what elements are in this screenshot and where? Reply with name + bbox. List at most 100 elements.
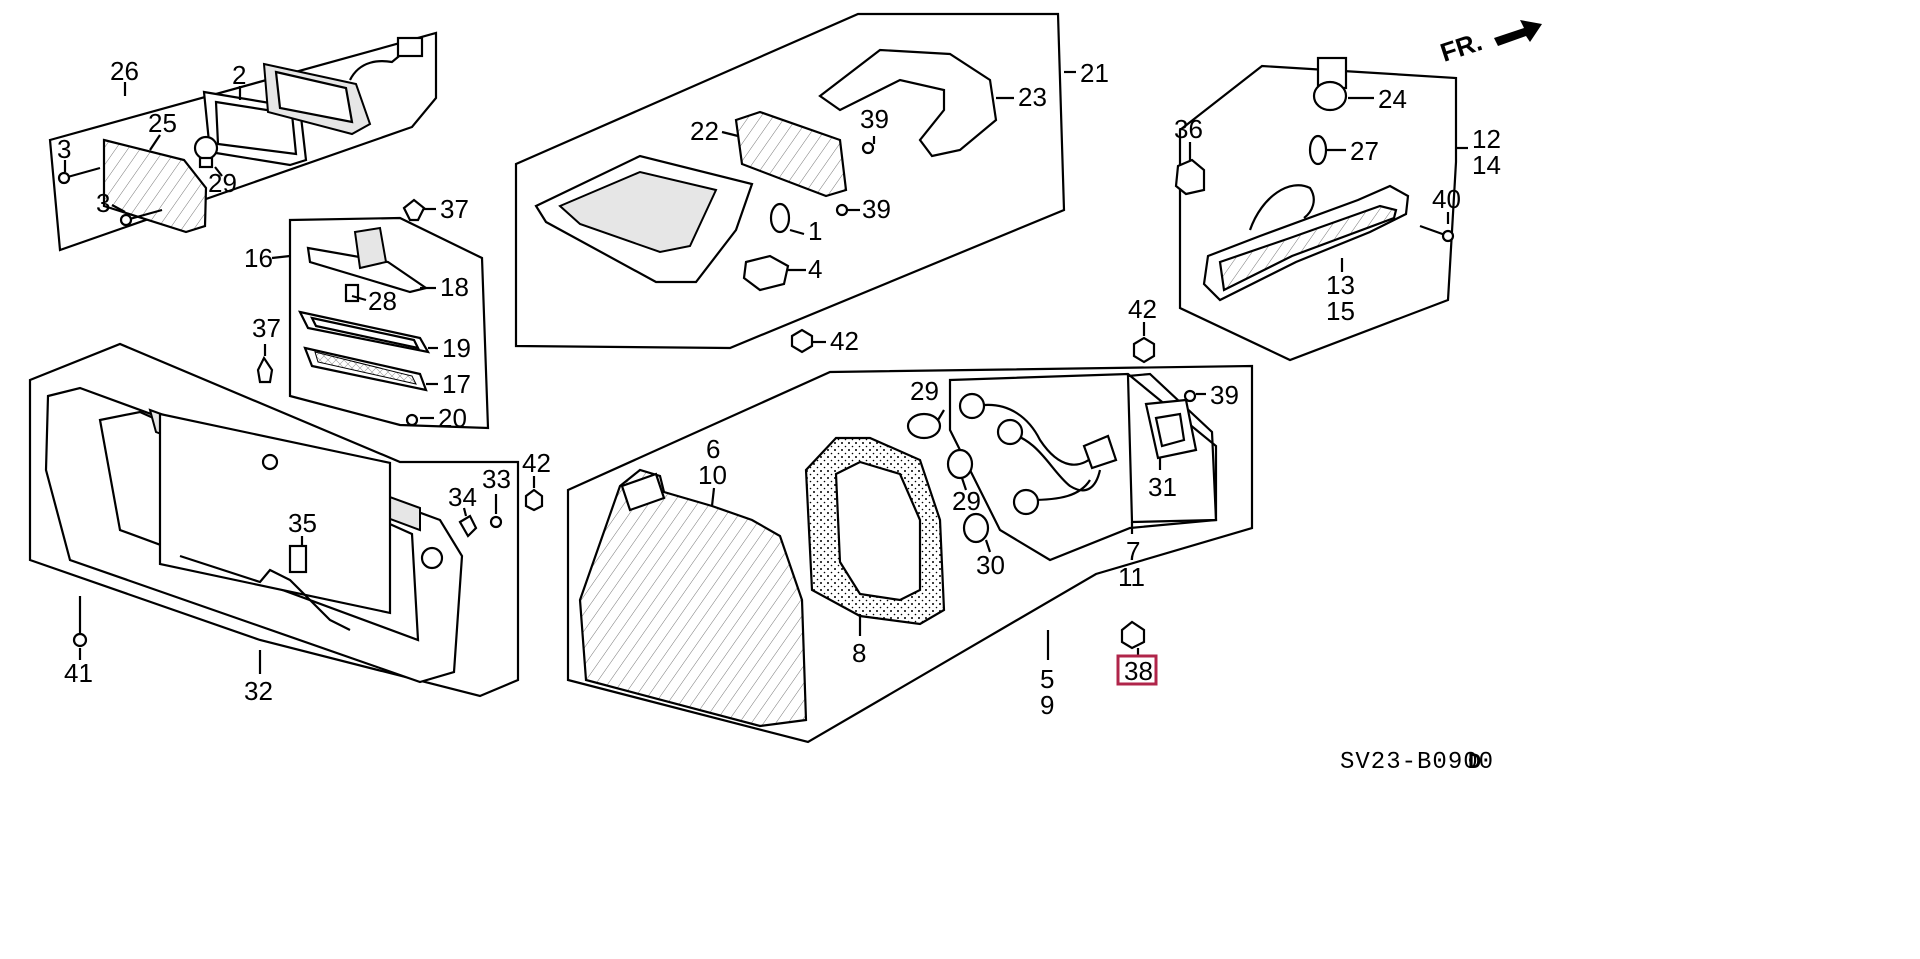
callout-18[interactable]: 18 bbox=[440, 272, 469, 302]
diagram-code: SV23-B0900 D bbox=[1340, 749, 1494, 776]
bulb-icon bbox=[946, 448, 974, 480]
screw-icon bbox=[119, 208, 163, 227]
callout-39[interactable]: 39 bbox=[860, 104, 889, 134]
callout-42[interactable]: 42 bbox=[522, 448, 551, 478]
callout-7[interactable]: 7 bbox=[1126, 536, 1140, 566]
callout-41[interactable]: 41 bbox=[64, 658, 93, 688]
callout-38-highlight bbox=[1116, 654, 1158, 686]
socket-icon bbox=[1012, 488, 1040, 516]
connector-icon bbox=[1082, 434, 1118, 470]
clip-icon bbox=[458, 514, 478, 538]
clip-icon bbox=[402, 198, 426, 222]
callout-21[interactable]: 21 bbox=[1080, 58, 1109, 88]
callout-37[interactable]: 37 bbox=[440, 194, 469, 224]
group-21-high-mount-light: 21 23 22 39 39 1 4 42 bbox=[514, 12, 1109, 356]
callout-29[interactable]: 29 bbox=[208, 168, 237, 198]
part-35-bulb-socket[interactable] bbox=[288, 544, 308, 574]
socket-icon bbox=[958, 392, 986, 420]
bulb-icon bbox=[193, 135, 219, 161]
callout-31[interactable]: 31 bbox=[1148, 472, 1177, 502]
part-6-lens[interactable] bbox=[578, 468, 808, 728]
callout-40[interactable]: 40 bbox=[1432, 184, 1461, 214]
callout-42[interactable]: 42 bbox=[1128, 294, 1157, 324]
callout-4[interactable]: 4 bbox=[808, 254, 822, 284]
screw-icon bbox=[72, 632, 88, 648]
callout-35[interactable]: 35 bbox=[288, 508, 317, 538]
screw-icon bbox=[405, 413, 419, 427]
connector-icon bbox=[396, 36, 424, 58]
callout-11[interactable]: 11 bbox=[1118, 562, 1145, 592]
callout-2[interactable]: 2 bbox=[232, 60, 246, 90]
socket-icon bbox=[996, 418, 1024, 446]
callout-5[interactable]: 5 bbox=[1040, 664, 1054, 694]
bulb-icon bbox=[1308, 134, 1328, 166]
callout-10[interactable]: 10 bbox=[698, 460, 727, 490]
screw-icon bbox=[57, 166, 101, 185]
callout-23[interactable]: 23 bbox=[1018, 82, 1047, 112]
nut-icon bbox=[1132, 336, 1156, 364]
callout-24[interactable]: 24 bbox=[1378, 84, 1407, 114]
front-direction-indicator: FR. bbox=[1437, 20, 1542, 68]
group-12-side-marker: 24 27 36 12 14 40 13 15 bbox=[1174, 56, 1501, 362]
callout-15[interactable]: 15 bbox=[1326, 296, 1355, 326]
callout-33[interactable]: 33 bbox=[482, 464, 511, 494]
callout-16[interactable]: 16 bbox=[244, 243, 273, 273]
callout-39[interactable]: 39 bbox=[1210, 380, 1239, 410]
group-16-license-light: 37 16 18 28 37 19 17 20 bbox=[244, 194, 490, 433]
screw-icon bbox=[1441, 229, 1455, 243]
callout-39[interactable]: 39 bbox=[862, 194, 891, 224]
callout-28[interactable]: 28 bbox=[368, 286, 397, 316]
callout-17[interactable]: 17 bbox=[442, 369, 471, 399]
callout-6[interactable]: 6 bbox=[706, 434, 720, 464]
socket-icon bbox=[742, 254, 790, 292]
fasteners-center: 34 33 42 bbox=[448, 448, 551, 538]
callout-25[interactable]: 25 bbox=[148, 108, 177, 138]
washer-icon bbox=[489, 515, 503, 529]
callout-26[interactable]: 26 bbox=[110, 56, 139, 86]
diagram-code-text: SV23-B0900 bbox=[1340, 749, 1494, 776]
bulb-icon bbox=[769, 202, 791, 234]
callout-37[interactable]: 37 bbox=[252, 313, 281, 343]
callout-32[interactable]: 32 bbox=[244, 676, 273, 706]
diagram-code-suffix: D bbox=[1468, 750, 1482, 775]
callout-34[interactable]: 34 bbox=[448, 482, 477, 512]
callout-13[interactable]: 13 bbox=[1326, 270, 1355, 300]
part-25-lens[interactable] bbox=[102, 138, 208, 234]
callout-20[interactable]: 20 bbox=[438, 403, 467, 433]
nut-icon bbox=[1120, 620, 1146, 650]
group-26-side-marker: 26 2 25 3 29 3 bbox=[48, 31, 438, 252]
part-22-lens[interactable] bbox=[734, 110, 848, 198]
bulb-icon bbox=[906, 412, 942, 440]
clip-icon bbox=[256, 355, 274, 384]
callout-22[interactable]: 22 bbox=[690, 116, 719, 146]
clip-icon bbox=[1174, 158, 1206, 196]
callout-9[interactable]: 9 bbox=[1040, 690, 1054, 720]
part-23-cover[interactable] bbox=[818, 48, 998, 158]
bulb-icon bbox=[962, 512, 990, 544]
callout-29[interactable]: 29 bbox=[952, 486, 981, 516]
screw-icon bbox=[835, 203, 849, 217]
front-label: FR. bbox=[1437, 26, 1486, 67]
callout-30[interactable]: 30 bbox=[976, 550, 1005, 580]
callout-3[interactable]: 3 bbox=[57, 134, 71, 164]
callout-3[interactable]: 3 bbox=[96, 188, 110, 218]
screw-icon bbox=[1183, 389, 1197, 403]
group-32-license-garnish: 41 32 35 bbox=[28, 342, 520, 706]
callout-1[interactable]: 1 bbox=[808, 216, 822, 246]
callout-12[interactable]: 12 bbox=[1472, 124, 1501, 154]
screw-icon bbox=[861, 141, 875, 155]
callout-29[interactable]: 29 bbox=[910, 376, 939, 406]
callout-36[interactable]: 36 bbox=[1174, 114, 1203, 144]
callout-19[interactable]: 19 bbox=[442, 333, 471, 363]
part-18-socket[interactable] bbox=[306, 246, 429, 294]
callout-38[interactable]: 38 bbox=[1124, 656, 1153, 686]
callout-8[interactable]: 8 bbox=[852, 638, 866, 668]
nut-icon bbox=[524, 488, 544, 512]
arrow-right-icon bbox=[1494, 20, 1542, 46]
callout-27[interactable]: 27 bbox=[1350, 136, 1379, 166]
callout-14[interactable]: 14 bbox=[1472, 150, 1501, 180]
nut-icon bbox=[790, 328, 814, 354]
callout-42[interactable]: 42 bbox=[830, 326, 859, 356]
group-5-tail-light: 6 10 8 5 9 7 11 31 29 29 30 39 42 38 bbox=[566, 294, 1254, 744]
